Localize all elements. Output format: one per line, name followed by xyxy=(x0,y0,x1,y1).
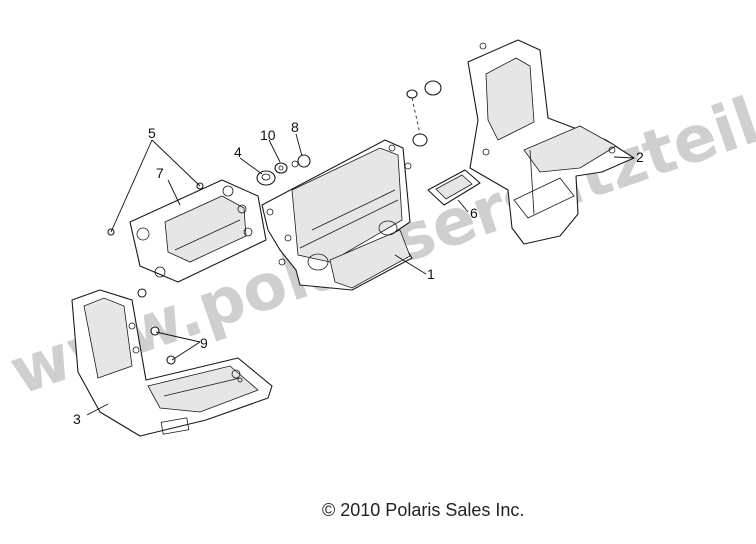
part-8-nut xyxy=(291,154,311,168)
part-9-bolts xyxy=(137,288,176,365)
part-4-grommet xyxy=(256,170,276,186)
part-10-washer xyxy=(274,162,288,174)
leader-lines xyxy=(86,133,635,416)
copyright-notice: © 2010 Polaris Sales Inc. xyxy=(322,500,525,520)
callout-9: 9 xyxy=(200,335,208,351)
callout-10: 10 xyxy=(260,127,276,143)
callout-1: 1 xyxy=(427,266,435,282)
part-top-grommets xyxy=(406,80,442,147)
callout-8: 8 xyxy=(291,119,299,135)
callout-2: 2 xyxy=(636,149,644,165)
callout-6: 6 xyxy=(470,205,478,221)
part-6-pad xyxy=(427,169,481,206)
part-2-rear-bin xyxy=(467,39,635,245)
part-7-cover-panel xyxy=(129,179,267,283)
callout-4: 4 xyxy=(234,144,242,160)
callout-7: 7 xyxy=(156,165,164,181)
callout-5: 5 xyxy=(148,125,156,141)
callout-3: 3 xyxy=(73,411,81,427)
part-3-floor-panel xyxy=(71,289,273,437)
part-1-center-console xyxy=(261,139,413,291)
